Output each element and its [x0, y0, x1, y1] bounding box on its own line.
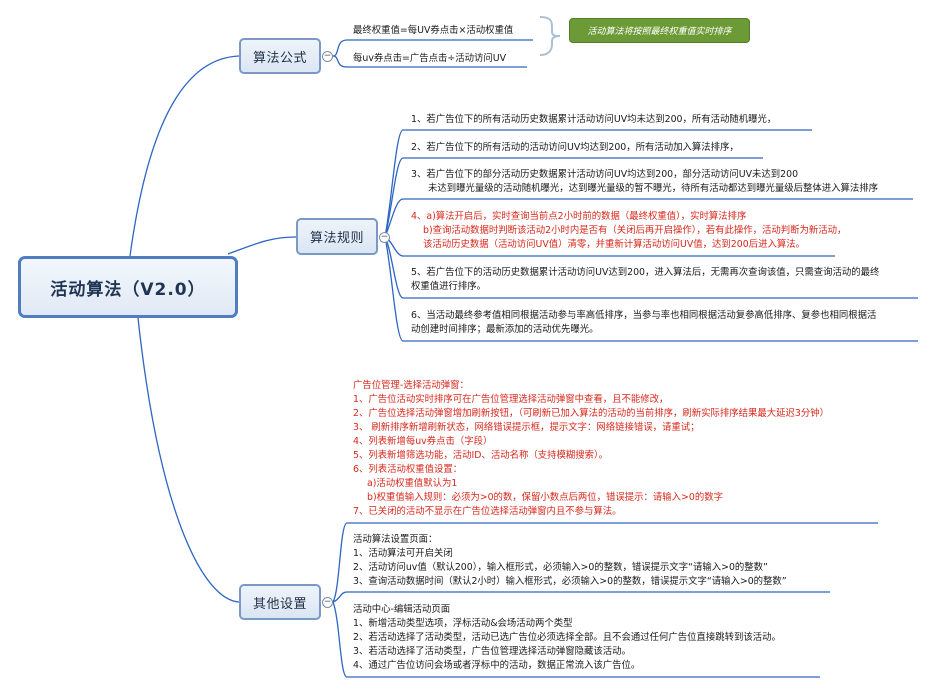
- edge-rules-item6: [384, 236, 918, 342]
- edge-rules-item2: [384, 157, 763, 238]
- rules-item-6: 6、当活动最终参考值相同根据活动参与率高低排序，当参与率也相同根据活动复参高低排…: [411, 310, 877, 335]
- callout-brace: [539, 16, 561, 56]
- other-item-2: 活动算法设置页面： 1、活动算法可开启关闭 2、活动访问uv值（默认200），输…: [353, 534, 787, 587]
- edge-rules-item5: [384, 236, 918, 299]
- branch-formula[interactable]: 算法公式: [239, 38, 321, 74]
- edge-rules-item1: [384, 129, 812, 238]
- rules-item-5: 5、若广告位下的活动历史数据累计活动访问UV达到200，进入算法后，无需再次查询…: [411, 267, 880, 292]
- rules-item-1: 1、若广告位下的所有活动历史数据累计活动访问UV均未达到200，所有活动随机曝光…: [411, 114, 777, 125]
- edge-other-item3: [332, 601, 820, 678]
- branch-rules-label: 算法规则: [309, 231, 364, 246]
- edge-formula-leaf2: [332, 55, 527, 68]
- other-item-1: 广告位管理-选择活动弹窗： 1、广告位活动实时排序可在广告位管理选择活动弹窗中查…: [353, 380, 829, 517]
- collapse-formula-icon[interactable]: −: [322, 51, 333, 62]
- callout-text: 活动算法将按照最终权重值实时排序: [587, 27, 732, 37]
- other-item-3: 活动中心-编辑活动页面 1、新增活动类型选项，浮标活动&会场活动两个类型 2、若…: [353, 604, 781, 671]
- edge-other-item1: [332, 522, 878, 603]
- branch-formula-label: 算法公式: [252, 50, 307, 66]
- edge-formula-leaf1: [332, 39, 533, 57]
- formula-leaf-1: 最终权重值=每UV券点击×活动权重值: [353, 25, 514, 36]
- edge-root-rules: [227, 236, 297, 255]
- edge-root-formula: [129, 55, 240, 257]
- root-label: 活动算法（V2.0）: [50, 279, 206, 300]
- edge-other-item2: [332, 591, 830, 603]
- branch-other[interactable]: 其他设置: [239, 584, 321, 620]
- collapse-other-icon[interactable]: −: [322, 597, 333, 608]
- formula-callout: 活动算法将按照最终权重值实时排序: [569, 18, 750, 43]
- formula-leaf-2: 每uv券点击=广告点击÷活动访问UV: [353, 53, 506, 64]
- collapse-rules-icon[interactable]: −: [379, 232, 390, 243]
- root-node[interactable]: 活动算法（V2.0）: [18, 256, 238, 318]
- rules-item-4: 4、a)算法开启后，实时查询当前点2小时前的数据（最终权重值），实时算法排序 b…: [411, 211, 847, 250]
- branch-rules[interactable]: 算法规则: [296, 218, 378, 255]
- edge-rules-item3: [384, 198, 913, 238]
- rules-item-3: 3、若广告位下的部分活动历史数据累计活动访问UV均达到200，部分活动访问UV未…: [411, 169, 879, 194]
- rules-item-2: 2、若广告位下的所有活动的活动访问UV均达到200，所有活动加入算法排序，: [411, 142, 739, 153]
- edge-root-other: [137, 317, 240, 603]
- branch-other-label: 其他设置: [252, 596, 307, 612]
